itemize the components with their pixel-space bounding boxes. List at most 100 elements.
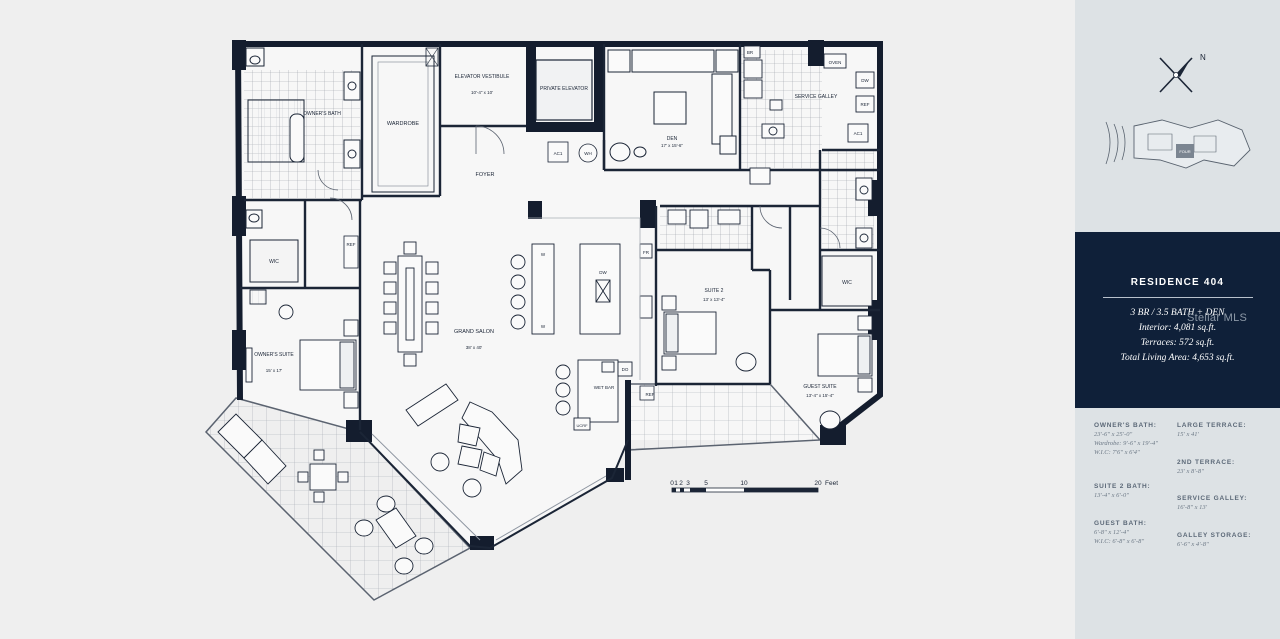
den-furniture (607, 49, 739, 162)
dim-owners-bath: OWNER'S BATH: 23'-6" x 25'-0" Wardrobe: … (1094, 422, 1158, 456)
owners-bath-fixtures (245, 47, 361, 229)
wet-bar (555, 359, 633, 431)
dim-service-galley: SERVICE GALLEY: 16'-8" x 13' (1177, 495, 1247, 511)
scale-tick-5: 5 (704, 480, 708, 487)
dim-value: Wardrobe: 9'-6" x 19'-4" (1094, 440, 1159, 447)
scale-tick-3: 3 (686, 480, 690, 487)
suite-2-dim: 13' x 13'-4" (703, 297, 725, 302)
owners-suite-dim: 15' x 17' (266, 368, 283, 373)
dim-guest-bath: GUEST BATH: 6'-8" x 12'-4" W.I.C: 6'-8" … (1094, 520, 1147, 545)
guest-bath-fixtures (855, 177, 873, 249)
structural-columns (232, 40, 882, 550)
key-plan: FOUR (1105, 119, 1251, 169)
scale-tick-0: 0 (670, 480, 674, 487)
suite-2-furniture (661, 209, 757, 372)
wet-bar-label: WET BAR (594, 385, 615, 390)
den-dim: 17' x 15'-6" (661, 143, 683, 148)
elevator-vestibule-label: ELEVATOR VESTIBULE (455, 74, 510, 80)
ref-left-label: REF (347, 242, 356, 247)
kitchen-island (510, 243, 653, 335)
ucrf-label: UCRF (576, 423, 588, 428)
ac1-den-label: AC1 (554, 151, 563, 156)
dim-heading: LARGE TERRACE: (1177, 422, 1247, 429)
wardrobe-label: WARDROBE (387, 121, 420, 127)
dim-heading: GALLEY STORAGE: (1177, 532, 1252, 539)
service-galley-fixtures (743, 45, 875, 185)
terrace-furniture (217, 413, 434, 575)
wic-left-label: WIC (269, 259, 279, 265)
galley-ref-label: REF (861, 102, 870, 107)
den-label: DEN (667, 136, 678, 142)
w1-label: W (541, 252, 546, 257)
salon-window-wall (359, 431, 629, 550)
dim-heading: GUEST BATH: (1094, 520, 1147, 527)
galley-dw-label: DW (861, 78, 869, 83)
dim-heading: SERVICE GALLEY: (1177, 495, 1248, 502)
grand-salon-dim: 38' x 40' (466, 345, 483, 350)
elevator-vestibule-dim: 10'-4" x 10' (471, 90, 493, 95)
scale-unit: Feet (825, 480, 838, 487)
dim-heading: OWNER'S BATH: (1094, 422, 1157, 429)
dining-set (383, 241, 439, 367)
stellar-mls-watermark: Stellar MLS (1187, 312, 1248, 324)
residence-info-box: RESIDENCE 404 3 BR / 3.5 BATH + DEN Inte… (1075, 232, 1280, 408)
dim-second-terrace: 2ND TERRACE: 23' x 8'-8" (1177, 459, 1235, 475)
dim-value: W.I.C: 6'-8" x 6'-8" (1094, 538, 1145, 545)
foyer-label: FOYER (476, 172, 495, 178)
exterior-walls (234, 41, 883, 480)
grand-salon-label: GRAND SALON (454, 329, 494, 335)
dim-value: 15' x 41' (1177, 431, 1199, 438)
do-label: DO (622, 367, 629, 372)
keyplan-unit-label: FOUR (1179, 149, 1190, 154)
wh-label: WH (584, 151, 592, 156)
dim-suite-2-bath: SUITE 2 BATH: 13'-4" x 6'-0" (1094, 483, 1151, 499)
scale-tick-10: 10 (740, 480, 748, 487)
residence-interior-area: Interior: 4,081 sq.ft. (1138, 323, 1217, 333)
residence-terrace-area: Terraces: 572 sq.ft. (1140, 338, 1215, 348)
floor-plan-area: OWNER'S BATH WARDROBE ELEVATOR VESTIBULE… (204, 40, 883, 601)
dim-large-terrace: LARGE TERRACE: 15' x 41' (1177, 422, 1246, 438)
owners-bath-label: OWNER'S BATH (303, 111, 341, 117)
w2-label: W (541, 324, 546, 329)
owners-suite-furniture (245, 289, 359, 409)
dim-heading: 2ND TERRACE: (1177, 459, 1235, 466)
galley-ac1-label: AC1 (854, 131, 863, 136)
residence-bed-bath: 3 BR / 3.5 BATH + DEN (1130, 308, 1225, 318)
door-swings (317, 125, 841, 249)
scale-bar: 0 1 2 3 5 10 20 Feet (670, 480, 838, 493)
north-arrow-icon: N (1159, 53, 1206, 93)
title-divider (1103, 297, 1253, 298)
wardrobe-closet (371, 55, 435, 193)
owners-suite-label: OWNER'S SUITE (254, 352, 294, 358)
oven-label: OVEN (829, 60, 842, 65)
dim-value: 16'-8" x 13' (1177, 504, 1208, 511)
kitchen-dw-label: DW (599, 270, 607, 275)
dim-heading: SUITE 2 BATH: (1094, 483, 1151, 490)
wic-right-label: WIC (842, 280, 852, 286)
dim-value: W.I.C: 7'6" x 6'4" (1094, 449, 1140, 456)
residence-total-area: Total Living Area: 4,653 sq.ft. (1120, 353, 1235, 363)
private-elevator-label: PRIVATE ELEVATOR (540, 86, 588, 92)
compass-north-label: N (1200, 53, 1206, 62)
scale-tick-2: 2 (679, 480, 683, 487)
suite-2-label: SUITE 2 (705, 288, 724, 294)
service-galley-label: SERVICE GALLEY (795, 94, 838, 100)
private-elevator-car (535, 59, 593, 121)
dim-value: 13'-4" x 6'-0" (1094, 492, 1129, 499)
residence-title: RESIDENCE 404 (1130, 277, 1225, 288)
guest-suite-furniture (817, 315, 873, 430)
dim-value: 6'-6" x 4'-8" (1177, 541, 1209, 548)
br-label: BR (747, 50, 754, 55)
scale-tick-1: 1 (674, 480, 678, 487)
large-terrace (204, 397, 472, 601)
floor-plan-drawing: OWNER'S BATH WARDROBE ELEVATOR VESTIBULE… (204, 40, 883, 601)
bar-ref-label: REF (646, 392, 655, 397)
living-seating (405, 383, 523, 498)
guest-suite-label: GUEST SUITE (803, 384, 837, 390)
scale-tick-20: 20 (814, 480, 822, 487)
dim-value: 6'-8" x 12'-4" (1094, 529, 1129, 536)
dim-value: 23' x 8'-8" (1177, 468, 1204, 475)
wic-left-closet (249, 239, 299, 283)
dim-value: 23'-6" x 25'-0" (1094, 431, 1133, 438)
